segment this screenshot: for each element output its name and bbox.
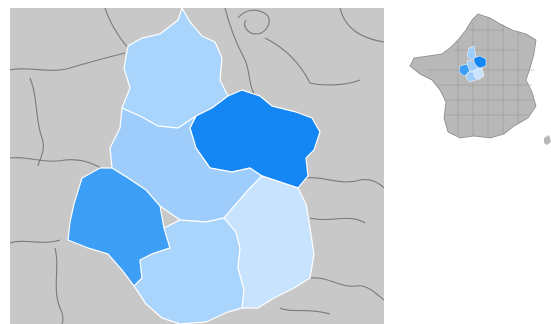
neighbor-border xyxy=(237,9,270,35)
neighbor-border xyxy=(54,247,64,324)
inset-country-map xyxy=(408,10,551,145)
department-southeast[interactable] xyxy=(223,175,315,309)
inset-department xyxy=(473,67,485,81)
neighbor-border xyxy=(279,307,331,315)
neighbor-border xyxy=(339,8,384,43)
region-map xyxy=(10,8,384,324)
neighbor-border xyxy=(264,37,361,86)
inset-country-svg xyxy=(409,13,551,145)
neighbor-border xyxy=(104,8,129,49)
region-map-svg xyxy=(10,8,384,324)
neighbor-border xyxy=(10,239,61,244)
inset-department xyxy=(465,71,477,83)
neighbor-border xyxy=(305,177,384,189)
inset-department xyxy=(458,63,471,77)
neighbor-border xyxy=(29,77,44,167)
inset-island xyxy=(544,135,551,145)
neighbor-border xyxy=(309,277,384,301)
neighbor-border xyxy=(309,217,366,224)
inset-department xyxy=(466,45,477,61)
neighbor-border xyxy=(10,52,126,71)
neighbor-border xyxy=(224,8,256,97)
neighbor-border xyxy=(10,157,111,174)
department-south-center[interactable] xyxy=(133,217,245,324)
inset-highlighted-region xyxy=(458,45,487,83)
